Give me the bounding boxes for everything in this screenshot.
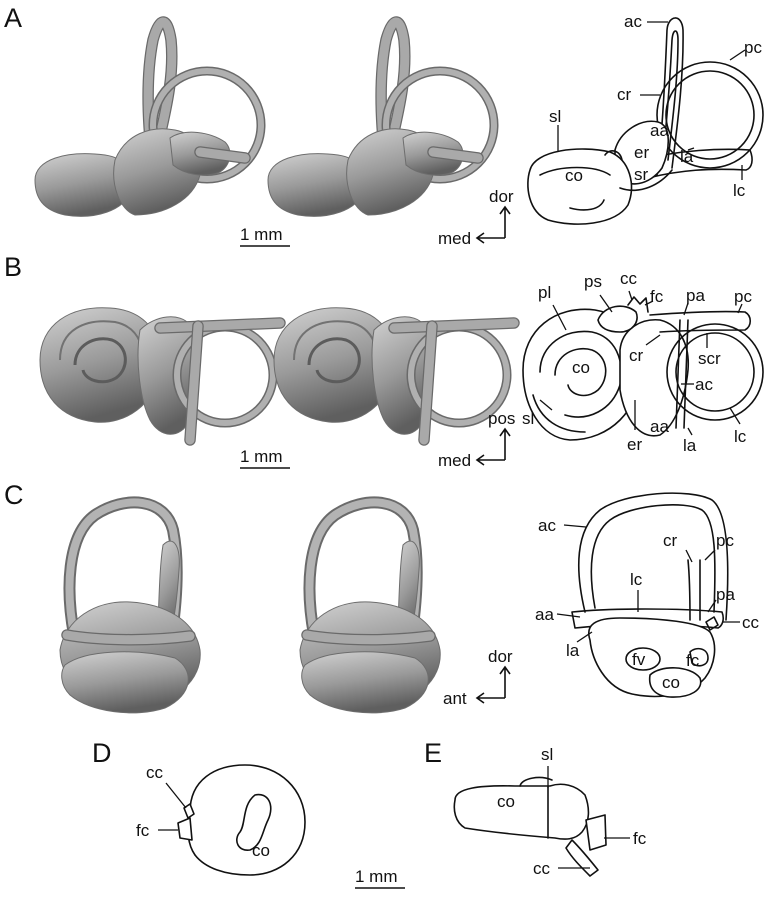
scale-a-label: 1 mm bbox=[240, 225, 283, 244]
panel-a-render-left bbox=[35, 22, 261, 216]
label-a-co: co bbox=[565, 166, 583, 185]
panel-b-drawing bbox=[522, 296, 764, 441]
label-a-ac: ac bbox=[624, 12, 642, 31]
label-b-cc: cc bbox=[620, 269, 638, 288]
panel-c-drawing bbox=[571, 492, 729, 698]
panel-b-render-left bbox=[40, 308, 280, 440]
panel-c-render-right bbox=[300, 502, 440, 712]
panel-e-labels: sl co fc cc bbox=[497, 745, 647, 878]
panel-c: C ac cr pc bbox=[4, 480, 760, 713]
panel-e: E sl co fc cc bbox=[424, 738, 647, 878]
label-a-pc: pc bbox=[744, 38, 762, 57]
panel-d-drawing bbox=[177, 764, 306, 876]
label-c-cc: cc bbox=[742, 613, 760, 632]
panel-d-letter: D bbox=[92, 738, 112, 768]
label-c-ac: ac bbox=[538, 516, 556, 535]
label-c-cr: cr bbox=[663, 531, 678, 550]
label-a-lc: lc bbox=[733, 181, 746, 200]
panel-c-render-left bbox=[60, 502, 200, 712]
label-a-aa: aa bbox=[650, 121, 669, 140]
label-a-cr: cr bbox=[617, 85, 632, 104]
scale-e-label: 1 mm bbox=[355, 867, 398, 886]
label-b-la: la bbox=[683, 436, 697, 455]
axis-c-horizontal: ant bbox=[443, 689, 467, 708]
label-b-aa: aa bbox=[650, 417, 669, 436]
panel-a: A ac pc bbox=[4, 3, 764, 248]
label-e-co: co bbox=[497, 792, 515, 811]
panel-a-letter: A bbox=[4, 3, 22, 33]
label-b-fc: fc bbox=[650, 287, 664, 306]
label-c-aa: aa bbox=[535, 605, 554, 624]
panel-a-drawing bbox=[527, 17, 764, 225]
panel-a-labels: ac pc cr sl aa er la co sr lc bbox=[549, 12, 762, 200]
panel-e-drawing bbox=[453, 776, 607, 877]
axis-c-vertical: dor bbox=[488, 647, 513, 666]
panel-c-orientation: dor ant bbox=[443, 647, 513, 708]
axis-a-horizontal: med bbox=[438, 229, 471, 248]
axis-a-vertical: dor bbox=[489, 187, 514, 206]
panel-a-scalebar: 1 mm bbox=[240, 225, 290, 247]
label-b-lc: lc bbox=[734, 427, 747, 446]
label-b-sl: sl bbox=[522, 409, 534, 428]
label-e-fc: fc bbox=[633, 829, 647, 848]
label-e-sl: sl bbox=[541, 745, 553, 764]
panel-e-letter: E bbox=[424, 738, 442, 768]
panel-d: D cc fc co bbox=[92, 738, 306, 876]
label-b-co: co bbox=[572, 358, 590, 377]
panel-b-orientation: pos med bbox=[438, 409, 515, 470]
label-c-lc: lc bbox=[630, 570, 643, 589]
panel-b-labels: pl ps cc fc pa pc co cr scr ac sl aa er … bbox=[522, 269, 752, 455]
label-b-er: er bbox=[627, 435, 642, 454]
label-a-la: la bbox=[680, 147, 694, 166]
label-b-scr: scr bbox=[698, 349, 721, 368]
panel-d-labels: cc fc co bbox=[136, 763, 270, 860]
axis-b-vertical: pos bbox=[488, 409, 515, 428]
panel-b-render-right bbox=[274, 308, 514, 440]
label-d-cc: cc bbox=[146, 763, 164, 782]
panel-b-letter: B bbox=[4, 252, 22, 282]
label-c-fv: fv bbox=[632, 650, 646, 669]
panel-b-scalebar: 1 mm bbox=[240, 447, 290, 469]
label-b-ps: ps bbox=[584, 272, 602, 291]
label-c-pa: pa bbox=[716, 585, 735, 604]
label-b-ac: ac bbox=[695, 375, 713, 394]
panel-c-labels: ac cr pc lc pa aa cc la fv fc co bbox=[535, 516, 760, 692]
panel-a-orientation: dor med bbox=[438, 187, 514, 248]
label-a-sl: sl bbox=[549, 107, 561, 126]
label-e-cc: cc bbox=[533, 859, 551, 878]
label-d-co: co bbox=[252, 841, 270, 860]
label-a-er: er bbox=[634, 143, 649, 162]
label-b-cr: cr bbox=[629, 346, 644, 365]
label-b-pc: pc bbox=[734, 287, 752, 306]
axis-b-horizontal: med bbox=[438, 451, 471, 470]
label-b-pl: pl bbox=[538, 283, 551, 302]
scale-b-label: 1 mm bbox=[240, 447, 283, 466]
label-a-sr: sr bbox=[634, 165, 649, 184]
label-c-co: co bbox=[662, 673, 680, 692]
label-c-fc: fc bbox=[686, 651, 700, 670]
panel-de-scalebar: 1 mm bbox=[355, 867, 405, 889]
label-b-pa: pa bbox=[686, 286, 705, 305]
panel-b: B pl ps c bbox=[4, 252, 764, 470]
label-c-pc: pc bbox=[716, 531, 734, 550]
panel-c-letter: C bbox=[4, 480, 24, 510]
label-c-la: la bbox=[566, 641, 580, 660]
panel-a-render-right bbox=[268, 22, 494, 216]
label-d-fc: fc bbox=[136, 821, 150, 840]
